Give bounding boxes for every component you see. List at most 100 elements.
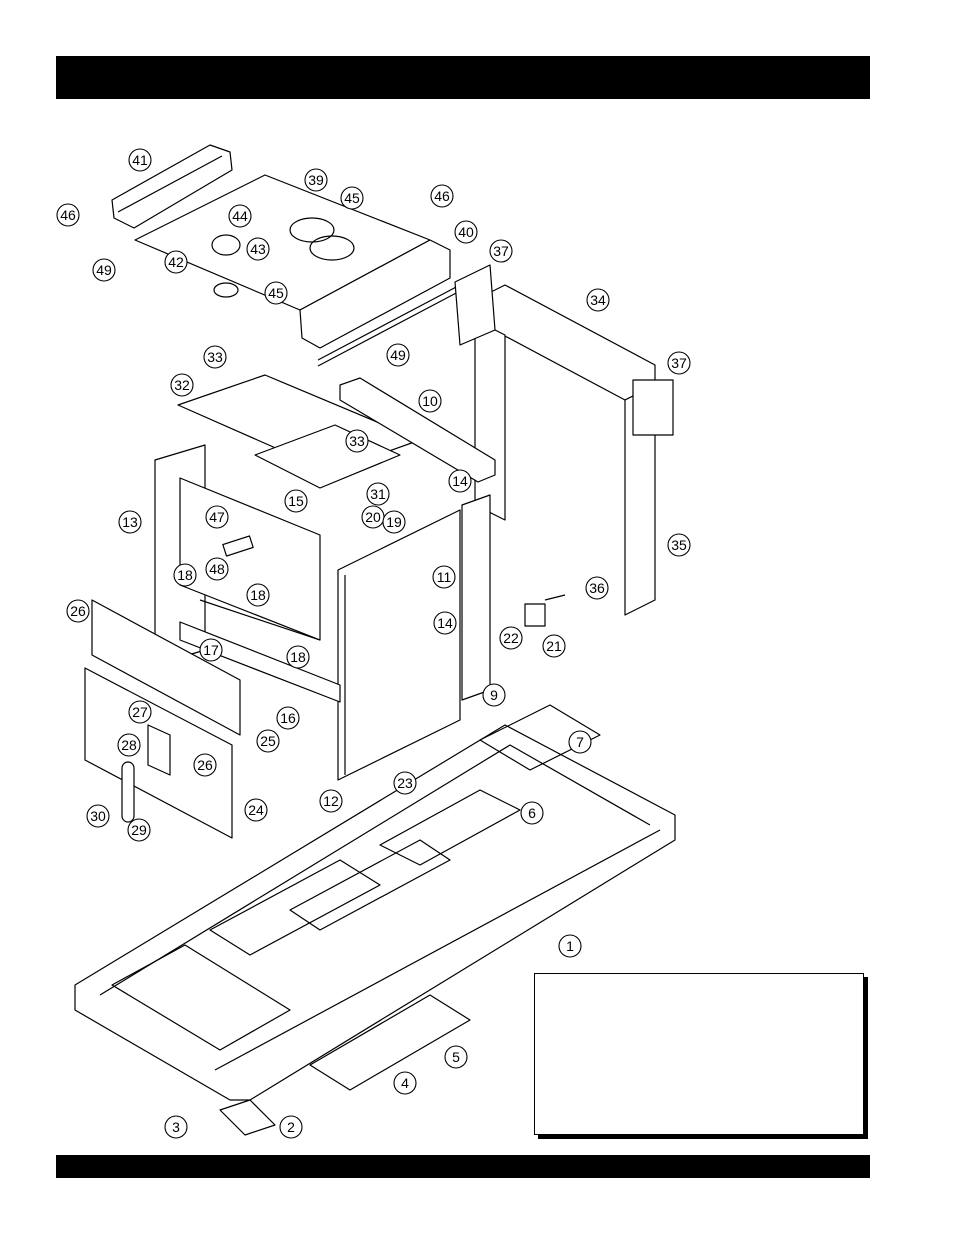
callout-49: 49 [387,344,409,366]
callout-29: 29 [128,819,150,841]
callout-43: 43 [247,238,269,260]
callout-10: 10 [419,390,441,412]
callout-9: 9 [483,684,505,706]
callout-2: 2 [280,1116,302,1138]
callout-label: 14 [437,615,453,631]
callout-23: 23 [394,772,416,794]
callout-22: 22 [500,627,522,649]
callout-label: 23 [397,775,413,791]
callout-3: 3 [165,1116,187,1138]
callout-label: 26 [197,757,213,773]
callout-33: 33 [204,346,226,368]
callout-45: 45 [265,282,287,304]
callout-label: 40 [458,224,474,240]
callout-label: 20 [365,509,381,525]
callout-18: 18 [287,646,309,668]
part-9-post [462,495,490,700]
callout-17: 17 [200,639,222,661]
callout-label: 29 [131,822,147,838]
callout-16: 16 [277,707,299,729]
callout-label: 27 [132,704,148,720]
callout-14: 14 [434,612,456,634]
callout-label: 18 [290,649,306,665]
callout-label: 10 [422,393,438,409]
callout-label: 32 [174,377,190,393]
callout-19: 19 [383,511,405,533]
callout-35: 35 [668,534,690,556]
callout-label: 5 [452,1049,460,1065]
callout-label: 37 [671,355,687,371]
callout-25: 25 [257,730,279,752]
callout-label: 33 [349,433,365,449]
callout-39: 39 [305,169,327,191]
callout-label: 41 [132,152,148,168]
callout-12: 12 [320,790,342,812]
note-box [534,973,864,1135]
callout-36: 36 [586,577,608,599]
callout-label: 30 [90,808,106,824]
callout-label: 49 [390,347,406,363]
callout-44: 44 [229,205,251,227]
callout-46: 46 [57,204,79,226]
callout-label: 45 [268,285,284,301]
callout-label: 18 [250,587,266,603]
footer-bar [56,1155,870,1178]
callout-label: 12 [323,793,339,809]
callout-21: 21 [543,635,565,657]
callout-15: 15 [285,490,307,512]
callout-label: 48 [209,561,225,577]
callout-label: 36 [589,580,605,596]
callout-label: 16 [280,710,296,726]
callout-label: 31 [370,486,386,502]
callout-label: 4 [401,1075,409,1091]
callout-24: 24 [245,799,267,821]
callout-label: 13 [122,514,138,530]
callout-label: 46 [434,188,450,204]
callout-label: 46 [60,207,76,223]
callout-label: 2 [287,1119,295,1135]
part-2-foot [220,1100,275,1135]
callout-40: 40 [455,221,477,243]
callout-6: 6 [521,802,543,824]
callout-label: 22 [503,630,519,646]
callout-label: 39 [308,172,324,188]
callout-37: 37 [668,352,690,374]
part-12-right-side [338,510,460,780]
callout-46: 46 [431,185,453,207]
callout-26: 26 [194,754,216,776]
callout-label: 42 [168,254,184,270]
callout-47: 47 [206,506,228,528]
callout-label: 11 [437,569,452,585]
callout-label: 7 [576,734,584,750]
callout-label: 3 [172,1119,180,1135]
callout-label: 47 [209,509,225,525]
callout-42: 42 [165,251,187,273]
callout-label: 45 [344,190,360,206]
callout-11: 11 [433,566,455,588]
callout-28: 28 [118,734,140,756]
callout-label: 26 [70,603,86,619]
callout-label: 15 [288,493,304,509]
callout-18: 18 [247,584,269,606]
callout-32: 32 [171,374,193,396]
callout-label: 14 [452,473,468,489]
part-21-bracket [525,595,565,626]
callout-13: 13 [119,511,141,533]
callout-7: 7 [569,731,591,753]
callout-48: 48 [206,558,228,580]
callout-label: 17 [203,642,219,658]
callout-34: 34 [587,289,609,311]
callout-label: 34 [590,292,606,308]
callout-20: 20 [362,506,384,528]
callout-label: 43 [250,241,266,257]
callout-31: 31 [367,483,389,505]
callout-label: 24 [248,802,264,818]
callout-label: 18 [177,567,193,583]
callout-37: 37 [490,240,512,262]
callout-label: 9 [490,687,498,703]
callout-label: 35 [671,537,687,553]
callout-label: 19 [386,514,402,530]
callout-label: 25 [260,733,276,749]
callout-27: 27 [129,701,151,723]
callout-33: 33 [346,430,368,452]
